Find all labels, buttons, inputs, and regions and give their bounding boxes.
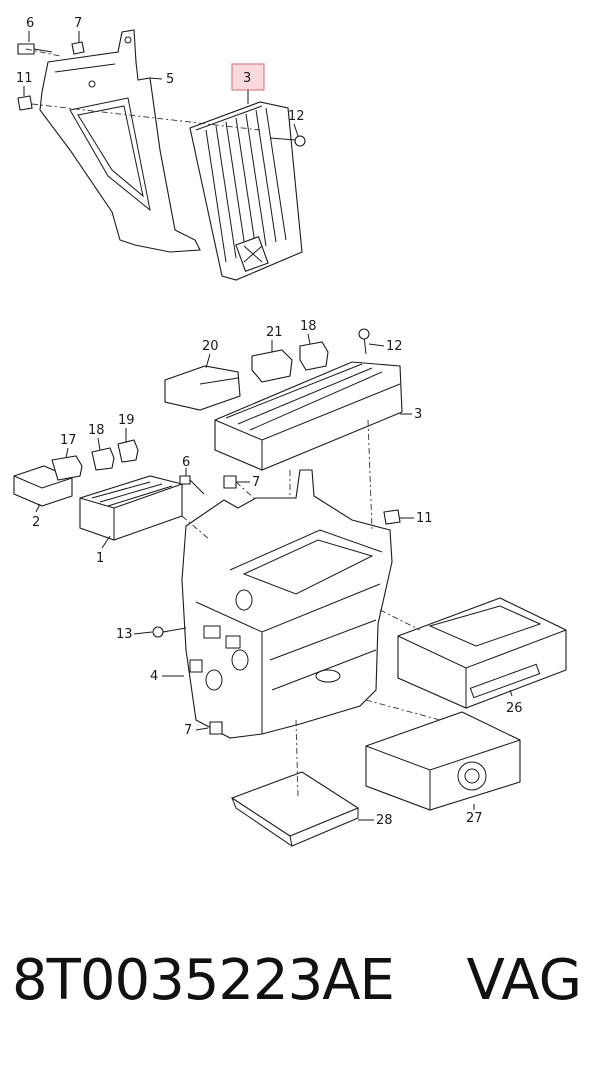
callout-5: 5 [166,72,174,87]
part-number: 8T0035223AE [12,948,395,1013]
callout-7-lower: 7 [184,723,192,738]
callout-7-bottom: 7 [252,475,260,490]
callout-26: 26 [506,701,523,716]
callout-19: 19 [118,413,135,428]
connector-part-17 [51,455,83,481]
connector-part-18-top [299,341,329,371]
bracket-part-5 [39,29,201,253]
callout-4: 4 [150,669,158,684]
callout-3-highlighted: 3 [243,71,251,86]
callout-3-bottom: 3 [414,407,422,422]
callout-12-top: 12 [288,109,305,124]
frame-part-4 [181,469,393,739]
callout-6-bottom: 6 [182,455,190,470]
callout-21: 21 [266,325,283,340]
connector-part-21 [251,349,293,383]
brand-name: VAG [466,948,582,1013]
drive-part-27 [365,711,521,811]
connector-part-18-left [91,447,115,471]
callout-18-top: 18 [300,319,317,334]
callout-13: 13 [116,627,133,642]
amplifier-part-3-bottom [214,361,403,471]
callout-11-bottom: 11 [416,511,433,526]
amplifier-part-3-top [189,101,303,281]
callout-18-left: 18 [88,423,105,438]
callout-6-top: 6 [26,16,34,31]
drive-part-26 [397,597,567,709]
callout-11-top: 11 [16,71,33,86]
callout-20: 20 [202,339,219,354]
module-part-1 [79,475,183,541]
callout-12-bottom: 12 [386,339,403,354]
exploded-parts-diagram: 6 7 5 3 11 12 [13,16,567,847]
callout-7-top: 7 [74,16,82,31]
callout-27: 27 [466,811,483,826]
callout-17: 17 [60,433,77,448]
connector-part-19 [117,439,139,463]
callout-2: 2 [32,515,40,530]
callout-1: 1 [96,551,104,566]
callout-28: 28 [376,813,393,828]
connector-part-20 [164,365,241,411]
